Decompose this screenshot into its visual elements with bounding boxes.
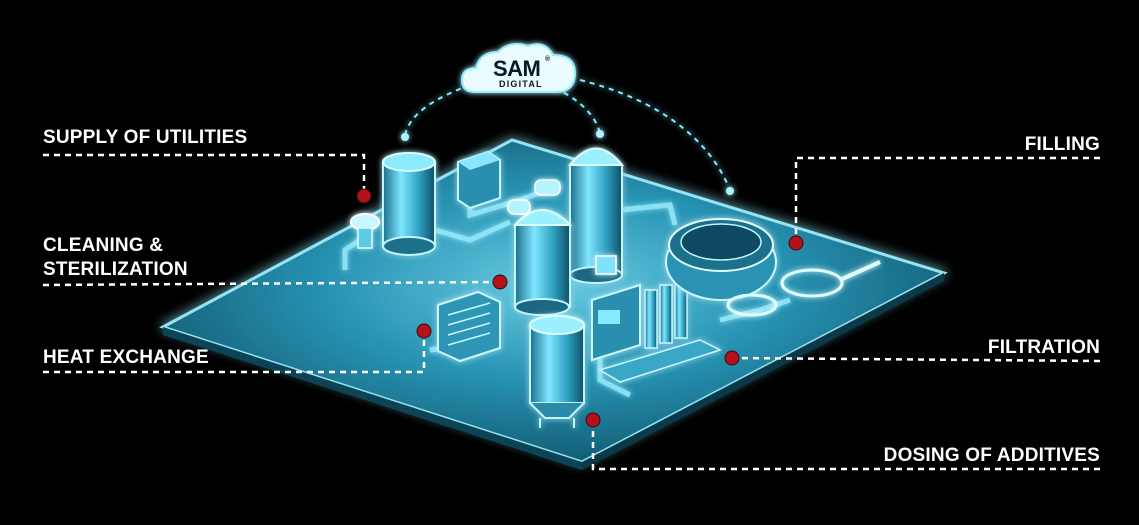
label-filling: FILLING: [1024, 134, 1100, 155]
filtration-unit: [591, 279, 722, 383]
marker-filtration: [724, 350, 740, 366]
heat-exchanger: [437, 290, 501, 363]
brand-name: SAM: [493, 56, 541, 81]
leader-lines: [42, 153, 1101, 471]
control-box: [457, 150, 501, 210]
markers: [356, 188, 804, 428]
label-cleaning-line2: STERILIZATION: [43, 259, 188, 280]
marker-heat-exchange: [416, 323, 432, 339]
filling-machine: [665, 218, 881, 317]
label-heat-exchange: HEAT EXCHANGE: [43, 347, 209, 368]
cloud-link-lines: [404, 79, 731, 191]
label-cleaning-line1: CLEANING &: [43, 235, 164, 256]
label-supply-of-utilities: SUPPLY OF UTILITIES: [43, 127, 248, 148]
cloud-logo: [460, 43, 577, 93]
utility-tank: [382, 152, 436, 256]
label-dosing-of-additives: DOSING OF ADDITIVES: [883, 445, 1100, 466]
marker-dosing: [585, 412, 601, 428]
marker-utilities: [356, 188, 372, 204]
label-filtration: FILTRATION: [987, 337, 1100, 358]
marker-cleaning: [492, 274, 508, 290]
brand-sub: DIGITAL: [499, 79, 543, 89]
marker-filling: [788, 235, 804, 251]
dosing-tank: [529, 315, 585, 428]
mid-tank: [512, 209, 573, 316]
valve: [350, 213, 380, 249]
brand-registered: ®: [545, 56, 551, 63]
